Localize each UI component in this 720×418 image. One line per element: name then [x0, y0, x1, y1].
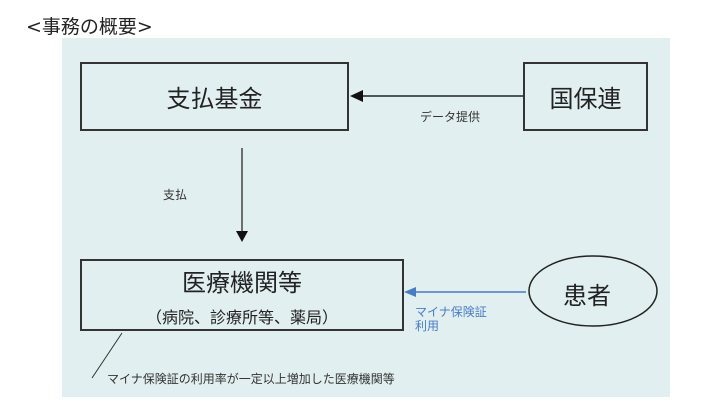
medical-institutions-label: 医療機関等	[182, 268, 302, 297]
card-use-label-line1: マイナ保険証	[415, 305, 487, 319]
data-provision-label: データ提供	[420, 110, 481, 124]
patient-label: 患者	[563, 282, 611, 310]
patient-ellipse	[528, 255, 658, 327]
section-title: <事務の概要>	[26, 16, 153, 38]
card-use-label: マイナ保険証 利用	[415, 305, 487, 333]
payment-arrowhead	[236, 231, 248, 242]
annotation-leader-line	[91, 332, 123, 379]
card-use-arrowhead	[404, 287, 416, 297]
payment-fund-label: 支払基金	[166, 85, 263, 113]
national-insurance-federation-label: 国保連	[549, 85, 622, 113]
payment-label: 支払	[163, 188, 188, 202]
medical-institutions-box: 医療機関等 （病院、診療所等、薬局）	[80, 259, 404, 331]
medical-institutions-sublabel: （病院、診療所等、薬局）	[145, 307, 338, 327]
payment-fund-box: 支払基金	[80, 62, 349, 131]
data-provision-arrowhead	[350, 90, 363, 102]
annotation-text: マイナ保険証の利用率が一定以上増加した医療機関等	[107, 372, 395, 386]
national-insurance-federation-box: 国保連	[523, 62, 648, 131]
card-use-label-line2: 利用	[415, 319, 440, 333]
